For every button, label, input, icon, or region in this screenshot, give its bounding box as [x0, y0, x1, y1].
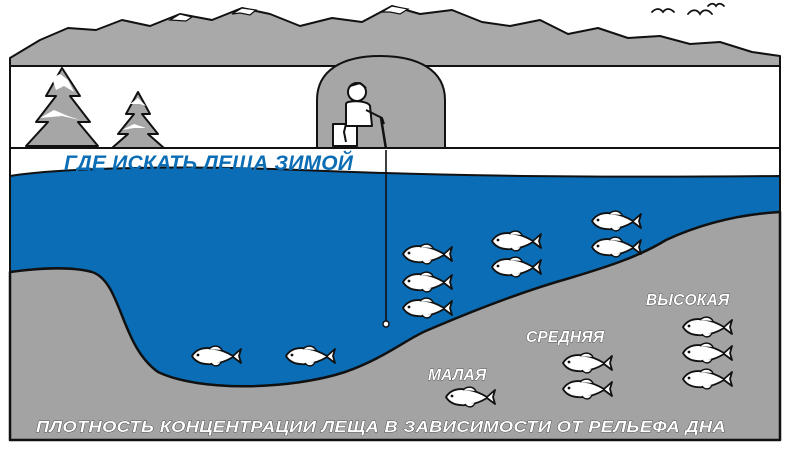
diagram-caption: ПЛОТНОСТЬ КОНЦЕНТРАЦИИ ЛЕЩА В ЗАВИСИМОСТ… — [36, 419, 726, 436]
shore-frame — [9, 65, 781, 148]
lure — [382, 320, 390, 328]
density-label-medium: СРЕДНЯЯ — [526, 329, 605, 346]
mountains — [9, 5, 781, 67]
density-label-high: ВЫСОКАЯ — [646, 292, 730, 309]
diagram-title: ГДЕ ИСКАТЬ ЛЕЩА ЗИМОЙ — [64, 151, 354, 175]
mountain-snowcaps — [168, 5, 410, 22]
angler-icon — [332, 82, 388, 150]
tree-icon — [111, 91, 165, 149]
tree-icon — [25, 67, 99, 147]
density-label-low: МАЛАЯ — [428, 367, 487, 384]
bird-icon — [651, 2, 725, 16]
